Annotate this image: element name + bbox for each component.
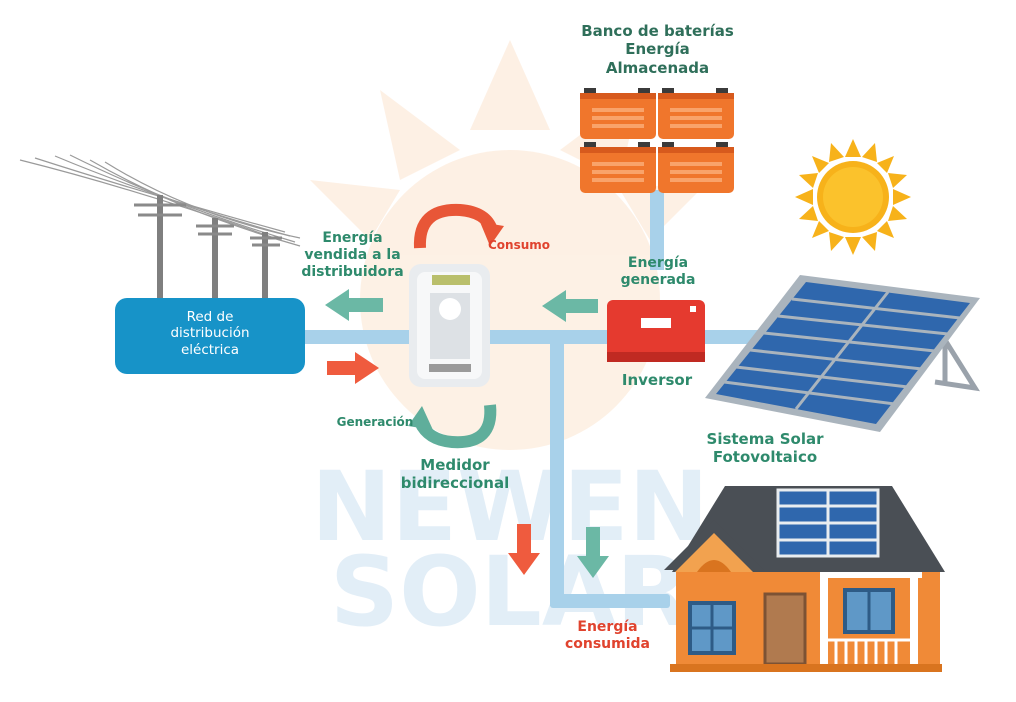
house-icon xyxy=(664,486,945,672)
flow-arrow-icon xyxy=(325,289,609,578)
consumed-label-line1: Energía xyxy=(577,619,638,635)
solar-label-line2: Fotovoltaico xyxy=(712,448,818,467)
generated-label-line2: generada xyxy=(620,272,696,289)
power-pole-icon xyxy=(19,154,301,300)
battery-icon xyxy=(580,88,734,193)
watermark-line1: NEWEN xyxy=(311,451,709,563)
sold-label-line1: Energía xyxy=(322,230,383,246)
watermark-text: NEWEN SOLAR xyxy=(311,451,709,648)
battery-label-line1: Banco de baterías xyxy=(581,22,734,40)
grid-label-line3: eléctrica xyxy=(180,341,240,358)
meter-label-line2: bidireccional xyxy=(400,474,510,493)
inverter-icon xyxy=(607,300,705,362)
energy-sold-label: Energía vendida a la distribuidora xyxy=(290,230,415,281)
meter-icon xyxy=(409,264,490,387)
consumo-label: Consumo xyxy=(488,238,551,252)
consumed-label-line2: consumida xyxy=(564,636,651,653)
meter-label: Medidor bidireccional xyxy=(395,456,515,493)
grid-label-line2: distribución xyxy=(170,325,250,342)
grid-label-line1: Red de xyxy=(186,309,234,325)
energy-consumed-label: Energía consumida xyxy=(555,619,660,653)
solar-panel-icon xyxy=(705,275,980,432)
generacion-label: Generación xyxy=(336,415,414,429)
battery-label-line3: Almacenada xyxy=(605,58,710,77)
solar-system-label: Sistema Solar Fotovoltaico xyxy=(690,430,840,467)
solar-label-line1: Sistema Solar xyxy=(706,430,824,448)
generated-label-line1: Energía xyxy=(627,255,689,271)
battery-bank-label: Banco de baterías Energía Almacenada xyxy=(575,22,740,77)
sun-icon xyxy=(795,139,911,255)
grid-box xyxy=(115,298,305,374)
sold-label-line2: vendida a la xyxy=(304,247,401,264)
battery-label-line2: Energía xyxy=(625,40,690,59)
cycle-arrow-icon xyxy=(408,203,504,449)
energy-generated-label: Energía generada xyxy=(608,255,708,289)
sold-label-line3: distribuidora xyxy=(301,264,404,281)
grid-box-label: Red de distribución eléctrica xyxy=(115,309,305,358)
inverter-label: Inversor xyxy=(621,371,693,389)
meter-label-line1: Medidor xyxy=(420,456,490,474)
